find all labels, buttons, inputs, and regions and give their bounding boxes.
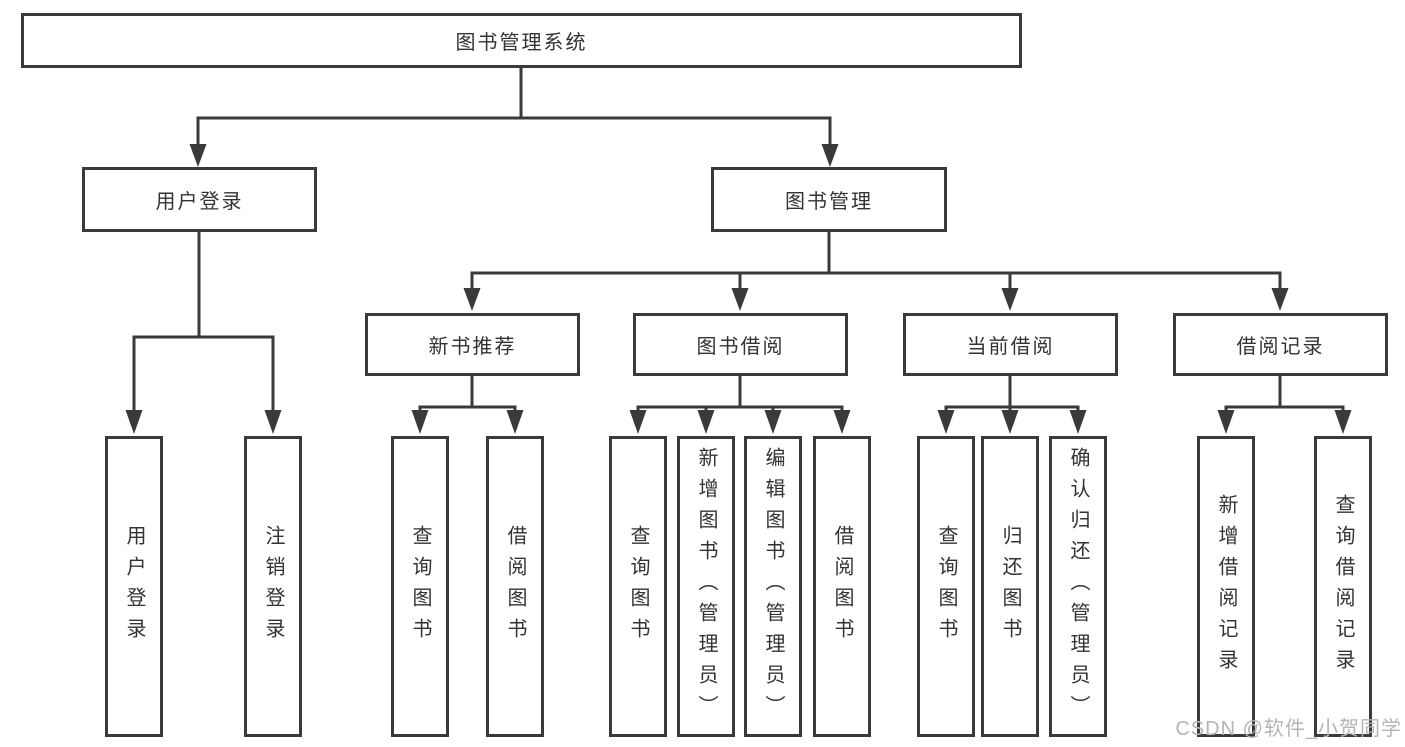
tree-edges bbox=[132, 68, 1345, 412]
node-label: 图书管理 bbox=[785, 191, 873, 213]
node-label: 新增借阅记录 bbox=[1215, 493, 1237, 680]
node-label: 查询图书 bbox=[935, 524, 957, 649]
node-label: 注销登录 bbox=[262, 524, 284, 649]
node-label: 借阅图书 bbox=[504, 524, 526, 649]
node-confirm-return-admin: 确认归还（管理员） bbox=[1049, 436, 1107, 737]
node-library-management-system: 图书管理系统 bbox=[21, 13, 1022, 68]
node-return-books: 归还图书 bbox=[981, 436, 1039, 737]
node-label: 图书管理系统 bbox=[455, 32, 588, 54]
node-label: 编辑图书（管理员） bbox=[762, 447, 784, 726]
node-book-management: 图书管理 bbox=[711, 167, 947, 232]
node-borrow-books-2: 借阅图书 bbox=[813, 436, 871, 737]
node-user-login: 用户登录 bbox=[82, 167, 317, 232]
node-query-books-1: 查询图书 bbox=[391, 436, 449, 737]
node-new-book-recommend: 新书推荐 bbox=[365, 313, 580, 376]
node-query-books-2: 查询图书 bbox=[609, 436, 667, 737]
node-query-borrow-record: 查询借阅记录 bbox=[1314, 436, 1372, 737]
node-edit-books-admin: 编辑图书（管理员） bbox=[744, 436, 802, 737]
node-label: 借阅图书 bbox=[831, 524, 853, 649]
node-label: 确认归还（管理员） bbox=[1067, 447, 1089, 726]
node-label: 用户登录 bbox=[155, 191, 244, 213]
node-logout-action: 注销登录 bbox=[244, 436, 302, 737]
node-user-login-action: 用户登录 bbox=[105, 436, 163, 737]
node-borrow-books-1: 借阅图书 bbox=[486, 436, 544, 737]
node-label: 查询借阅记录 bbox=[1332, 493, 1354, 680]
node-label: 查询图书 bbox=[627, 524, 649, 649]
csdn-watermark: CSDN @软件_小贺同学 bbox=[1175, 718, 1402, 740]
node-borrowing-records: 借阅记录 bbox=[1173, 313, 1388, 376]
node-label: 归还图书 bbox=[999, 524, 1021, 649]
arrowhead-icons bbox=[125, 144, 1352, 434]
node-add-books-admin: 新增图书（管理员） bbox=[677, 436, 735, 737]
node-label: 新书推荐 bbox=[428, 336, 517, 358]
node-book-borrowing: 图书借阅 bbox=[633, 313, 848, 376]
node-label: 用户登录 bbox=[123, 524, 145, 649]
node-label: 查询图书 bbox=[409, 524, 431, 649]
node-label: 新增图书（管理员） bbox=[695, 447, 717, 726]
node-query-books-3: 查询图书 bbox=[917, 436, 975, 737]
node-label: 当前借阅 bbox=[966, 336, 1055, 358]
node-add-borrow-record: 新增借阅记录 bbox=[1197, 436, 1255, 737]
node-label: 借阅记录 bbox=[1236, 336, 1325, 358]
node-label: 图书借阅 bbox=[696, 336, 785, 358]
node-current-borrowing: 当前借阅 bbox=[903, 313, 1118, 376]
